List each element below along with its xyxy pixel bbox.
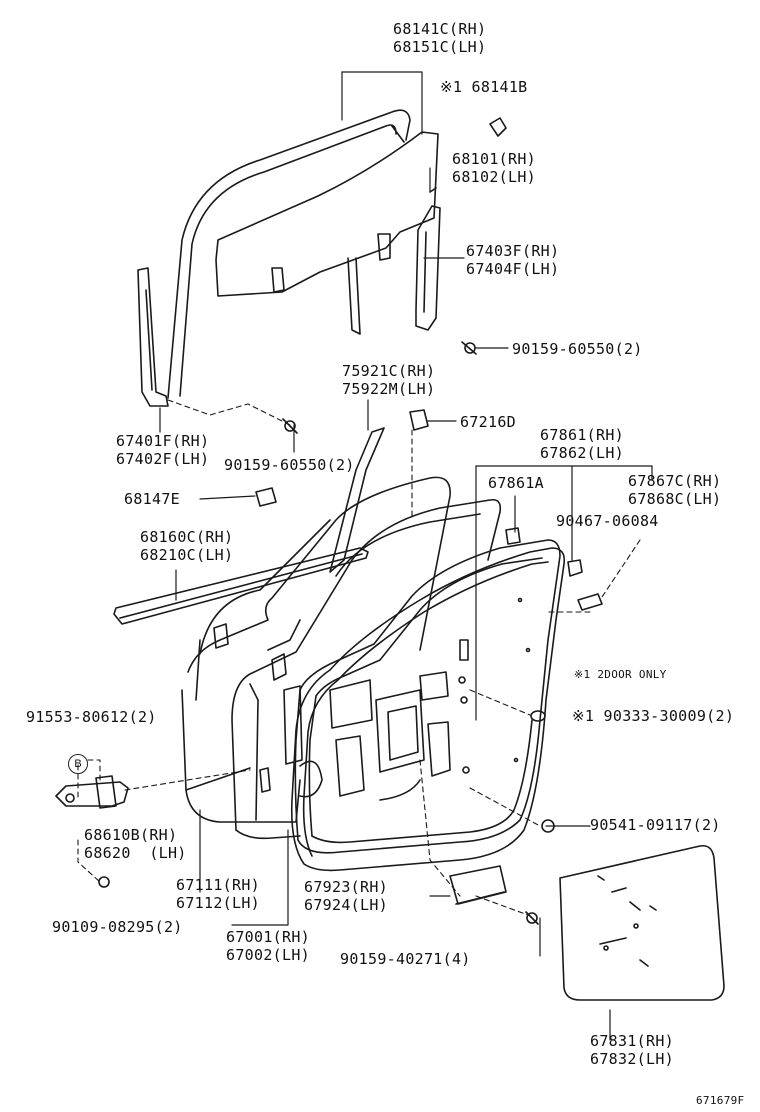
grommet-part: [541, 819, 555, 833]
clip-90467-part: [567, 559, 583, 577]
screw-part: [525, 911, 539, 925]
outer-door-panel: [181, 476, 451, 823]
callout-rear-run-channel: 67403F(RH)67404F(LH): [466, 242, 560, 278]
callout-door-panel: 67001(RH)67002(LH): [226, 928, 310, 964]
callout-opening-weather: 67861(RH)67862(LH): [540, 426, 624, 462]
callout-frame-clip: ※1 68141B: [440, 78, 528, 96]
reference-badge-b: B: [68, 754, 88, 774]
window-frame-weatherstrip: [167, 109, 411, 399]
callout-plug: ※1 90333-30009(2): [572, 707, 735, 725]
callout-bolt-rear: 90159-60550(2): [512, 340, 643, 358]
callout-door-glass: 68101(RH)68102(LH): [452, 150, 536, 186]
mirror-cover-part: [329, 427, 385, 573]
belt-weatherstrip-part: [113, 547, 369, 625]
opening-weatherstrip: [290, 547, 566, 872]
callout-front-run-channel: 67401F(RH)67402F(LH): [116, 432, 210, 468]
bolt-rear-part: [461, 341, 477, 355]
callout-belt-weather: 68160C(RH)68210C(LH): [140, 528, 234, 564]
center-channel-part: [347, 257, 361, 335]
callout-win-frame-weather: 68141C(RH)68151C(LH): [393, 20, 487, 56]
callout-check-bolt: 90109-08295(2): [52, 918, 183, 936]
callout-hole-cover: 67216D: [460, 413, 516, 431]
front-run-channel-part: [137, 267, 169, 407]
callout-glass-clip: 68147E: [124, 490, 180, 508]
callout-trim-board: 67831(RH)67832(LH): [590, 1032, 674, 1068]
dashed-leaders: [77, 399, 641, 916]
hole-cover-part: [409, 409, 429, 431]
catalog-number: 671679F: [696, 1094, 745, 1107]
callout-weather-clip-a: 67861A: [488, 474, 544, 492]
door-inner-panel: [294, 539, 561, 854]
door-glass-part: [215, 131, 439, 297]
rear-run-channel-part: [415, 205, 441, 331]
door-check-part: [55, 775, 129, 809]
callout-door-check: 68610B(RH)68620 (LH): [84, 826, 187, 862]
check-bolt-part: [98, 876, 110, 888]
trim-board-part: [559, 844, 725, 1001]
weather-clip-a-part: [505, 527, 521, 545]
callout-screw-4: 90159-40271(4): [340, 950, 471, 968]
leader-lines: [159, 71, 653, 1041]
callout-service-hole-cover: 67923(RH)67924(LH): [304, 878, 388, 914]
bolt-front-part: [282, 418, 298, 434]
plug-part: [530, 710, 546, 722]
frame-clip-part: [489, 117, 507, 137]
glass-clip-part: [255, 487, 277, 507]
callout-grommet: 90541-09117(2): [590, 816, 721, 834]
weather-clip-c-part: [577, 593, 603, 611]
callout-hinge-bolt: 91553-80612(2): [26, 708, 157, 726]
callout-door-panel-outer: 67111(RH)67112(LH): [176, 876, 260, 912]
callout-weather-clip-c: 67867C(RH)67868C(LH): [628, 472, 722, 508]
callout-clip-90467: 90467-06084: [556, 512, 659, 530]
door-shell: [231, 498, 502, 840]
service-hole-cover-part: [449, 865, 507, 905]
callout-two-door-note: ※1 2DOOR ONLY: [574, 668, 667, 681]
callout-bolt-front: 90159-60550(2): [224, 456, 355, 474]
callout-mirror-cover: 75921C(RH)75922M(LH): [342, 362, 436, 398]
